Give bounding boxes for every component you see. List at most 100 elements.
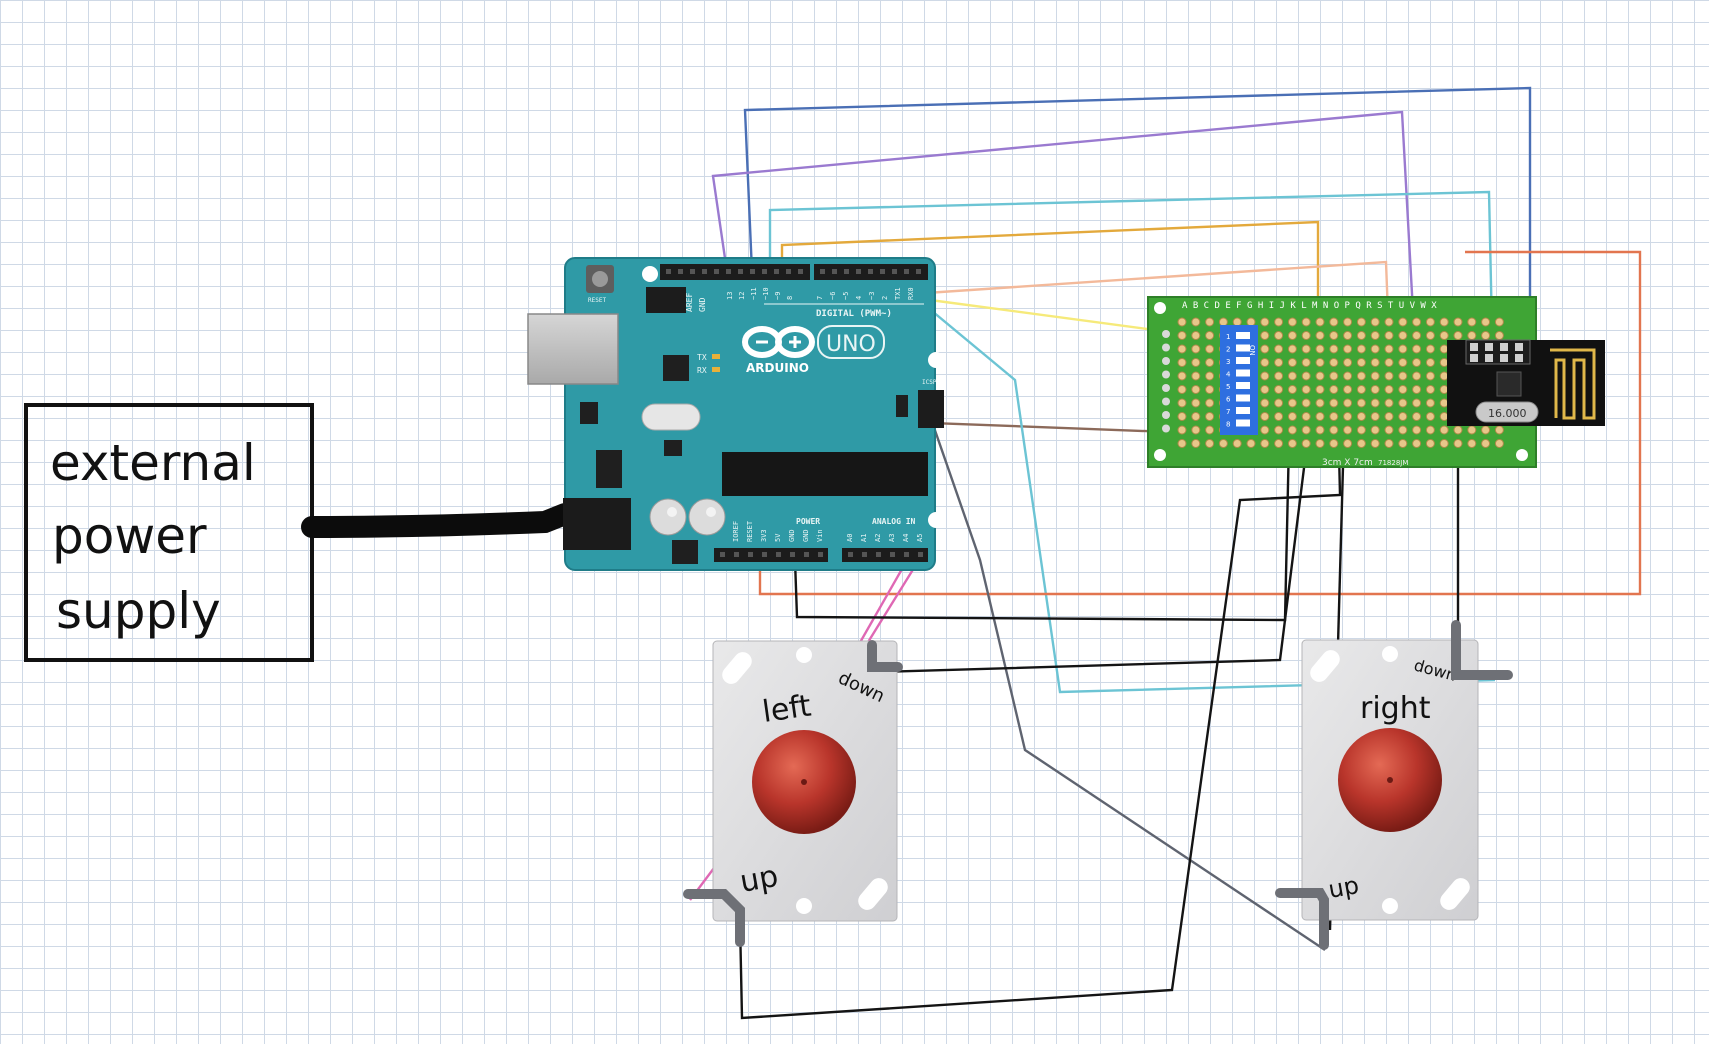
- dip-number: 5: [1226, 383, 1230, 391]
- small-chip-icon: [672, 540, 698, 564]
- joystick-left[interactable]: left down up: [683, 640, 903, 947]
- mount-hole: [928, 512, 944, 528]
- pin-label: A5: [916, 534, 924, 542]
- pin-label: GND: [788, 529, 796, 542]
- mount-hole: [1154, 302, 1166, 314]
- analog-section-label: ANALOG IN: [872, 517, 916, 526]
- reset-label: RESET: [588, 297, 606, 304]
- voltage-reg-icon: [596, 450, 622, 488]
- pin-label: ~11: [750, 287, 758, 300]
- external-power-supply: external power supply: [24, 403, 314, 662]
- icsp-header-top: [646, 287, 686, 313]
- pin-label: 12: [738, 292, 746, 300]
- pin-label: RX0: [907, 287, 915, 300]
- joystick-left-up-label: up: [737, 859, 781, 900]
- pin-label: 4: [855, 296, 863, 300]
- aref-label: AREF: [685, 293, 694, 312]
- wire-purple: [711, 110, 1416, 331]
- pin-label: A1: [860, 534, 868, 542]
- pin-label: ~10: [762, 287, 770, 300]
- pin-label: 5V: [774, 533, 782, 542]
- wire-blue: [743, 86, 1532, 310]
- reset-button-cap-icon[interactable]: [592, 271, 608, 287]
- pin-label: RESET: [746, 520, 754, 542]
- power-label-line3: supply: [56, 582, 221, 640]
- perfboard-columns: A B C D E F G H I J K L M N O P Q R S T …: [1182, 301, 1437, 311]
- power-section-label: POWER: [796, 517, 820, 526]
- power-label-line1: external: [50, 434, 256, 492]
- dip-number: 2: [1226, 346, 1230, 354]
- pin-label: 7: [816, 296, 824, 300]
- wire-red: [758, 250, 1642, 596]
- wire-cyan-top: [768, 190, 1494, 331]
- mount-hole: [642, 266, 658, 282]
- pin-label: Vin: [816, 529, 824, 542]
- switch-lever-down: [867, 640, 903, 672]
- pin-label: ~5: [842, 292, 850, 300]
- switch-lever-up: [683, 889, 745, 947]
- mount-hole: [928, 352, 944, 368]
- pin-label: 8: [786, 296, 794, 300]
- joystick-left-name: left: [760, 688, 813, 729]
- pin-label: IOREF: [732, 521, 740, 542]
- small-chip-icon: [580, 402, 598, 424]
- pin-label: TX1: [894, 287, 902, 300]
- power-cable: [301, 503, 576, 538]
- pin-label: A4: [902, 534, 910, 542]
- gnd-label: GND: [698, 297, 707, 312]
- dip-number: 8: [1226, 421, 1230, 429]
- dip-number: 6: [1226, 396, 1231, 404]
- pin-label: ~6: [829, 292, 837, 300]
- power-header: [714, 548, 828, 562]
- joystick-right-up-label: up: [1326, 871, 1361, 904]
- usb-connector-icon: [527, 313, 619, 385]
- pin-label: A0: [846, 534, 854, 542]
- digital-label: DIGITAL (PWM~): [816, 309, 892, 319]
- brand-label: ARDUINO: [746, 361, 809, 375]
- analog-header: [842, 548, 928, 562]
- perfboard-code-label: 71828JM: [1378, 459, 1408, 467]
- pin-label: A3: [888, 534, 896, 542]
- mount-hole: [1154, 449, 1166, 461]
- capacitor-icon: [649, 498, 687, 536]
- black-wire-left-up: [738, 409, 1342, 1020]
- dip-number: 4: [1226, 371, 1231, 379]
- pin-label: 13: [726, 292, 734, 300]
- rx-label: RX: [697, 366, 707, 375]
- joystick-right-name: right: [1360, 691, 1431, 726]
- model-label: UNO: [826, 332, 876, 357]
- radio-crystal-label: 16.000: [1488, 407, 1527, 420]
- icsp-header-right: [918, 390, 944, 428]
- header-holes: [666, 269, 923, 557]
- usb-chip-icon: [663, 355, 689, 381]
- small-chip-icon: [896, 395, 908, 417]
- crystal-oscillator-icon: [1475, 401, 1539, 423]
- pin-label: 2: [881, 296, 889, 300]
- small-chip-icon: [664, 440, 682, 456]
- switch-lever-down: [1451, 620, 1513, 680]
- dip-number: 1: [1226, 333, 1230, 341]
- arduino-logo-icon: [742, 325, 885, 359]
- switch-lever-up: [1275, 888, 1329, 950]
- pin-label: A2: [874, 534, 882, 542]
- dip-number: 3: [1226, 358, 1230, 366]
- dip-switch-icon[interactable]: [1220, 325, 1258, 435]
- radio-module: 16.000: [1447, 339, 1605, 426]
- antenna-trace-icon: [1550, 348, 1596, 420]
- dip-on-label: ON: [1248, 345, 1256, 356]
- barrel-jack-icon: [563, 498, 631, 550]
- icsp-label: ICSP: [922, 379, 937, 386]
- atmega-chip-icon: [722, 452, 928, 496]
- crystal-oscillator-icon: [641, 403, 701, 431]
- capacitor-icon: [688, 498, 726, 536]
- radio-chip-icon: [1496, 371, 1522, 397]
- analog-pin-labels: A0 A1 A2 A3 A4 A5: [846, 534, 924, 542]
- mount-hole: [1516, 449, 1528, 461]
- radio-pins: [1470, 343, 1523, 362]
- joystick-right[interactable]: right down up: [1275, 620, 1513, 950]
- pin-label: 3V3: [760, 529, 768, 542]
